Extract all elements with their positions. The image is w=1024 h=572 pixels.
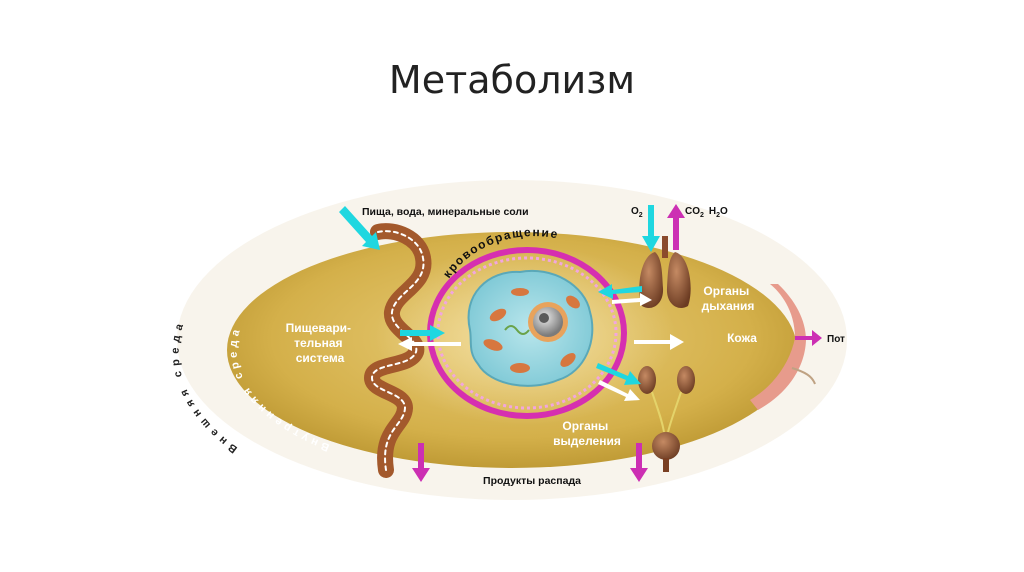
cell-icon	[467, 269, 594, 387]
output-arrows	[412, 204, 822, 482]
sweat-label: Пот	[827, 334, 845, 345]
lungs-icon	[639, 236, 691, 308]
oxygen-label: O2	[631, 206, 643, 219]
digestive-tract-icon	[363, 223, 432, 478]
respiratory-organs-label: Органы дыхания	[702, 284, 755, 313]
input-arrows	[339, 205, 660, 385]
digestive-decay-arrow	[412, 443, 430, 482]
oxygen-input-arrow	[642, 205, 660, 252]
skin-icon	[750, 284, 816, 410]
digestive-system-label: Пищевари- тельная система	[286, 321, 355, 365]
circulation-ring-inner	[436, 256, 618, 410]
lungs-to-blood-arrow	[598, 284, 642, 299]
food-input-label: Пища, вода, минеральные соли	[362, 206, 529, 218]
food-input-arrow	[339, 206, 380, 250]
co2-output-arrow	[667, 204, 685, 250]
internal-arrows	[398, 293, 684, 401]
decay-products-label: Продукты распада	[483, 475, 581, 487]
blood-to-kidneys-arrow	[596, 363, 641, 385]
skin-label: Кожа	[727, 331, 757, 345]
slide-title: Метаболизм	[388, 58, 636, 102]
sweat-output-arrow	[795, 330, 822, 346]
kidneys-icon	[638, 366, 695, 472]
digestion-to-blood-arrow	[400, 325, 445, 341]
excretory-decay-arrow	[630, 443, 648, 482]
excretory-organs-label: Органы выделения	[553, 419, 621, 448]
